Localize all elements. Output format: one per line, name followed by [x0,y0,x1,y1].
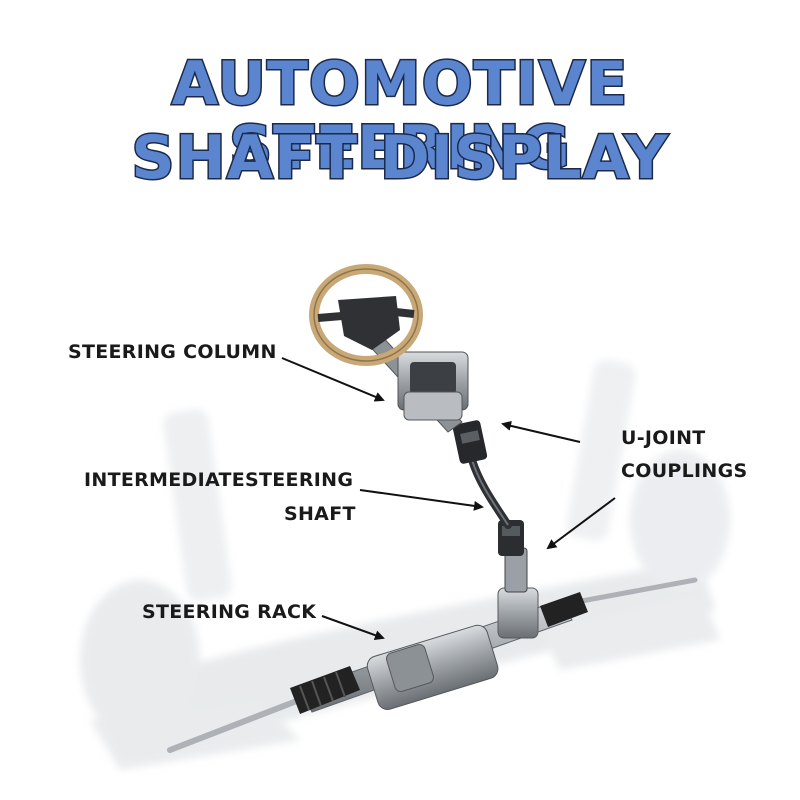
background-suspension [80,359,730,770]
label-intermediate-shaft-line-2: SHAFT [284,503,356,525]
arrow-intermediate-shaft [359,489,484,511]
right-wheel-hub [630,450,730,590]
steering-wheel [309,264,423,366]
left-strut [163,409,232,601]
page-title-line-2: SHAFT DISPLAY [130,123,669,193]
arrow-steering-rack [321,615,385,640]
arrow-u-joint-lower [546,497,616,550]
steering-rack [290,587,588,714]
left-tie-rod [167,689,323,753]
steering-column-assembly [365,331,469,433]
left-wheel-hub [80,580,200,740]
label-steering-column: STEERING COLUMN [68,341,277,363]
upper-u-joint [452,420,488,464]
label-u-joint-line-1: U-JOINT [621,427,706,449]
right-bellows-boot [540,592,588,627]
lower-u-joint [498,520,528,593]
callout-arrows [281,357,616,640]
left-bellows-boot [290,666,360,714]
arrow-u-joint-upper [501,420,581,443]
lower-arm-right [540,590,720,670]
right-strut [566,359,636,541]
arrow-steering-column [281,357,385,402]
label-u-joint-line-2: COUPLINGS [621,460,748,482]
label-steering-rack: STEERING RACK [142,601,317,623]
label-intermediate-shaft-line-1: INTERMEDIATESTEERING [84,469,354,491]
pinion-housing [497,587,539,639]
page-title-line-1: AUTOMOTIVE STEERING [170,49,629,183]
